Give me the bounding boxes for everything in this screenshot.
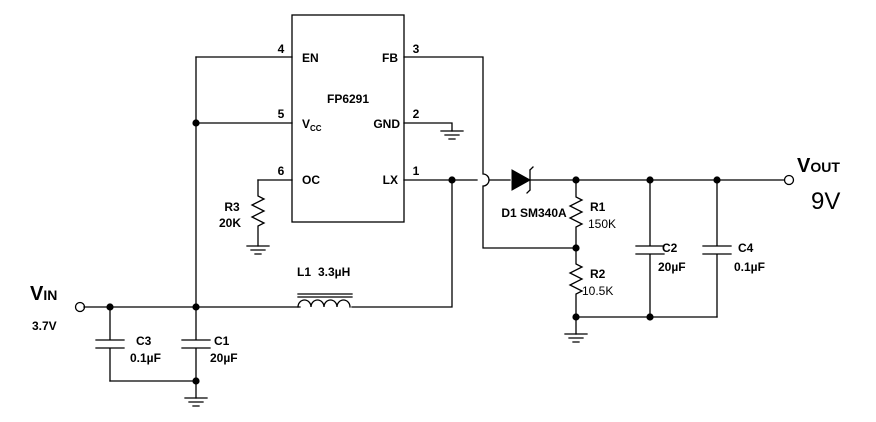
ground-symbol [246, 245, 270, 255]
r3-value: 20K [219, 216, 241, 230]
r1-value: 150K [588, 217, 616, 231]
pin-oc-number: 6 [278, 164, 285, 178]
vin-voltage: 3.7V [32, 319, 57, 333]
inductor-l1 [297, 293, 353, 308]
c1-ref: C1 [214, 334, 230, 348]
pin-gnd-number: 2 [413, 107, 420, 121]
resistor-r1 [568, 179, 584, 249]
resistor-r3 [250, 179, 266, 247]
capacitor-c3 [95, 306, 125, 382]
diode-d1 [511, 166, 534, 194]
pin-en-label: EN [302, 51, 319, 65]
capacitor-c2 [635, 179, 665, 318]
d1-label: D1 SM340A [501, 206, 567, 220]
wire-lx-to-inductor [351, 179, 453, 308]
l1-value: 3.3µH [318, 265, 350, 279]
pin-en-number: 4 [278, 42, 285, 56]
c3-value: 0.1µF [130, 351, 161, 365]
ic-name: FP6291 [327, 92, 369, 106]
resistor-r2 [568, 247, 584, 318]
vout-terminal [783, 174, 795, 186]
r2-ref: R2 [590, 267, 606, 281]
pin-vcc-label: VCC [302, 117, 322, 133]
c2-value: 20µF [658, 260, 686, 274]
junction-dot [192, 377, 200, 385]
pin-fb-number: 3 [413, 42, 420, 56]
c2-ref: C2 [662, 241, 678, 255]
c4-value: 0.1µF [734, 260, 765, 274]
c4-ref: C4 [738, 241, 754, 255]
pin-vcc-number: 5 [278, 107, 285, 121]
capacitor-c1 [181, 306, 211, 399]
ground-symbol [184, 397, 208, 407]
pin-lx-label: LX [383, 173, 398, 187]
c1-value: 20µF [210, 351, 238, 365]
ground-symbol [440, 130, 464, 140]
vin-terminal [74, 301, 86, 313]
pin-gnd-label: GND [373, 117, 400, 131]
vout-voltage: 9V [811, 188, 840, 215]
pin-fb-label: FB [382, 51, 398, 65]
r2-value: 10.5K [582, 284, 613, 298]
vout-label: VOUT [797, 155, 840, 177]
junction-dot [448, 176, 456, 184]
l1-ref: L1 [297, 265, 311, 279]
pin-oc-label: OC [302, 173, 320, 187]
c3-ref: C3 [136, 334, 152, 348]
capacitor-c4 [702, 179, 732, 318]
r1-ref: R1 [590, 200, 606, 214]
ic-body [291, 14, 405, 223]
r3-ref: R3 [224, 200, 240, 214]
vin-label: VIN [30, 283, 57, 305]
pin-lx-number: 1 [413, 164, 420, 178]
wire-gnd [403, 122, 453, 132]
ground-symbol [564, 333, 588, 343]
junction-dot [192, 119, 200, 127]
